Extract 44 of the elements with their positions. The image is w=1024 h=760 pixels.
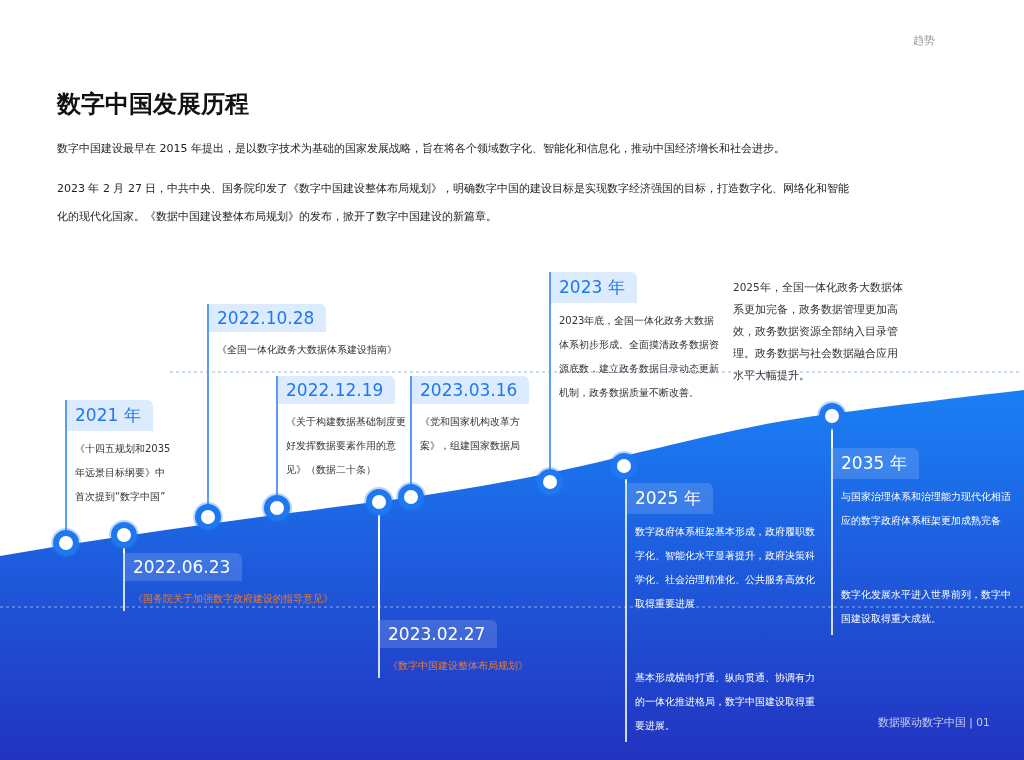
timeline-dot bbox=[537, 469, 563, 495]
date-tab: 2022.06.23 bbox=[125, 553, 243, 581]
timeline-dot bbox=[195, 504, 221, 530]
event-text: 基本形成横向打通、纵向贯通、协调有力的一体化推进格局，数字中国建设取得重要进展。 bbox=[634, 671, 816, 733]
date-tab: 2022.10.28 bbox=[209, 304, 327, 332]
timeline-dot bbox=[819, 403, 845, 429]
timeline-dot bbox=[53, 530, 79, 556]
event-text: 《数字中国建设整体布局规划》 bbox=[387, 659, 529, 673]
stem-line bbox=[378, 514, 380, 621]
event-text: 《关于构建数据基础制度更好发挥数据要素作用的意见》（数据二十条） bbox=[285, 415, 407, 477]
intro-paragraph: 2023 年 2 月 27 日，中共中央、国务院印发了《数字中国建设整体布局规划》，明确数字中国的建设目标是实现数字经济强国的目标，打造数字化、网络化和智能化的现代化国家。《数据中国建设整体布局规划》的发布，掀开了数字中国建设的新篇章。 bbox=[57, 181, 851, 225]
section-label: 趋势 bbox=[913, 33, 936, 48]
timeline-dot bbox=[111, 522, 137, 548]
date-tab: 2035 年 bbox=[833, 448, 919, 479]
stem-line bbox=[276, 481, 278, 496]
page-title: 数字中国发展历程 bbox=[57, 89, 249, 120]
stem-line bbox=[625, 478, 627, 484]
event-text: 《党和国家机构改革方案》，组建国家数据局 bbox=[419, 415, 521, 453]
event-text: 与国家治理体系和治理能力现代化相适应的数字政府体系框架更加成熟完备 bbox=[840, 490, 1012, 528]
stem-line bbox=[207, 361, 209, 505]
stem-line bbox=[831, 428, 833, 449]
date-tab: 2023.03.16 bbox=[412, 376, 530, 404]
date-tab: 2023.02.27 bbox=[380, 620, 498, 648]
stem-line bbox=[410, 457, 412, 485]
intro-paragraph: 数字中国建设最早在 2015 年提出，是以数字技术为基础的国家发展战略，旨在将各个领域数字化、智能化和信息化，推动中国经济增长和社会进步。 bbox=[57, 141, 786, 157]
event-text: 《十四五规划和2035 年远景目标纲要》中首次提到“数字中国” bbox=[74, 442, 172, 504]
event-text: 2023年底，全国一体化政务大数据体系初步形成。全面摸清政务数据资源底数，建立政务数据目录动态更新机制，政务数据质量不断改善。 bbox=[558, 314, 720, 400]
date-tab: 2022.12.19 bbox=[278, 376, 396, 404]
stem-line bbox=[549, 404, 551, 470]
page-footer: 数据驱动数字中国 | 01 bbox=[878, 716, 1018, 730]
timeline-dot bbox=[264, 495, 290, 521]
date-tab: 2021 年 bbox=[67, 400, 153, 431]
event-text: 数字政府体系框架基本形成，政府履职数字化、智能化水平显著提升，政府决策科学化、社会治理精准化、公共服务高效化取得重要进展 bbox=[634, 525, 816, 611]
timeline-dot bbox=[366, 489, 392, 515]
note-text: 2025年，全国一体化政务大数据体系更加完备，政务数据管理更加高效，政务数据资源全部纳入目录管理。政务数据与社会数据融合应用水平大幅提升。 bbox=[733, 280, 904, 383]
stem-line bbox=[123, 547, 125, 554]
timeline-dot bbox=[611, 453, 637, 479]
event-text: 《国务院关于加强数字政府建设的指导意见》 bbox=[132, 592, 334, 606]
event-text: 数字化发展水平进入世界前列，数字中国建设取得重大成就。 bbox=[840, 588, 1012, 626]
stem-line bbox=[65, 508, 67, 531]
date-tab: 2023 年 bbox=[551, 272, 637, 303]
date-tab: 2025 年 bbox=[627, 483, 713, 514]
timeline-dot bbox=[398, 484, 424, 510]
event-text: 《全国一体化政务大数据体系建设指南》 bbox=[216, 343, 398, 357]
